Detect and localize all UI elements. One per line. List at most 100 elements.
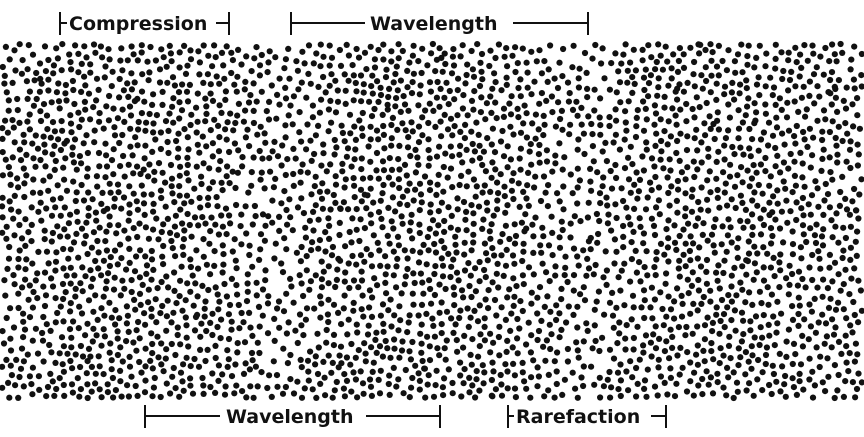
particle-dot <box>116 139 123 147</box>
particle-dot <box>458 287 466 294</box>
particle-dot <box>774 187 781 194</box>
particle-dot <box>547 345 554 353</box>
particle-dot <box>765 119 773 126</box>
particle-dot <box>284 360 291 367</box>
particle-dot <box>254 339 261 346</box>
particle-dot <box>528 374 535 381</box>
particle-dot <box>51 142 58 149</box>
particle-dot <box>426 357 434 364</box>
particle-dot <box>797 149 804 156</box>
particle-dot <box>298 195 305 202</box>
particle-dot <box>537 197 545 205</box>
particle-dot <box>574 165 581 172</box>
particle-dot <box>642 332 650 339</box>
particle-dot <box>387 296 394 303</box>
particle-dot <box>852 238 859 245</box>
particle-dot <box>452 241 459 248</box>
particle-dot <box>242 107 249 114</box>
particle-dot <box>795 268 803 275</box>
particle-dot <box>231 81 238 88</box>
particle-dot <box>666 202 673 209</box>
particle-dot <box>769 232 776 240</box>
particle-dot <box>163 327 170 334</box>
particle-dot <box>128 288 135 296</box>
particle-dot <box>481 369 488 376</box>
particle-dot <box>680 51 687 58</box>
particle-dot <box>691 83 698 90</box>
particle-dot <box>118 393 125 400</box>
particle-dot <box>48 99 55 106</box>
particle-dot <box>262 222 269 229</box>
particle-dot <box>461 267 469 274</box>
particle-dot <box>851 85 858 92</box>
particle-dot <box>429 40 436 48</box>
particle-dot <box>648 215 656 222</box>
particle-dot <box>720 311 728 318</box>
particle-dot <box>234 73 241 80</box>
particle-dot <box>806 355 813 362</box>
particle-dot <box>416 386 423 393</box>
particle-dot <box>799 194 807 202</box>
particle-dot <box>592 261 599 269</box>
particle-dot <box>276 101 283 108</box>
particle-dot <box>583 320 590 327</box>
particle-dot <box>109 374 116 382</box>
particle-dot <box>858 50 864 58</box>
particle-dot <box>487 93 494 100</box>
particle-dot <box>688 193 696 200</box>
particle-dot <box>846 146 854 153</box>
particle-dot <box>87 353 94 360</box>
particle-dot <box>238 309 245 317</box>
particle-dot <box>366 376 374 383</box>
particle-dot <box>499 127 506 135</box>
particle-dot <box>843 359 850 366</box>
particle-dot <box>225 335 233 343</box>
particle-dot <box>574 324 581 331</box>
particle-dot <box>489 125 496 132</box>
particle-dot <box>350 175 357 182</box>
particle-dot <box>764 284 771 291</box>
particle-dot <box>534 294 541 301</box>
particle-dot <box>103 152 110 159</box>
particle-dot <box>829 316 836 323</box>
particle-dot <box>567 171 574 178</box>
particle-dot <box>352 146 359 153</box>
particle-dot <box>654 92 661 99</box>
particle-dot <box>650 331 657 338</box>
particle-dot <box>835 299 842 306</box>
particle-dot <box>204 202 212 209</box>
particle-dot <box>166 42 173 50</box>
particle-dot <box>548 213 555 220</box>
particle-dot <box>489 85 496 92</box>
particle-dot <box>218 109 225 116</box>
particle-dot <box>785 127 793 134</box>
particle-dot <box>235 46 242 54</box>
particle-dot <box>194 141 201 148</box>
particle-dot <box>479 225 486 232</box>
particle-dot <box>73 208 80 215</box>
particle-dot <box>375 209 383 216</box>
particle-dot <box>394 126 401 133</box>
particle-dot <box>488 174 495 181</box>
particle-dot <box>574 253 581 260</box>
particle-dot <box>553 380 560 388</box>
particle-dot <box>173 232 181 239</box>
particle-dot <box>519 272 527 279</box>
particle-dot <box>57 195 64 202</box>
particle-dot <box>634 107 641 114</box>
particle-dot <box>669 105 676 112</box>
particle-dot <box>388 121 395 129</box>
particle-dot <box>793 199 800 206</box>
particle-dot <box>799 174 806 181</box>
particle-dot <box>758 300 765 307</box>
particle-dot <box>809 368 816 375</box>
particle-dot <box>652 110 660 117</box>
particle-dot <box>369 72 376 79</box>
particle-dot <box>771 273 778 280</box>
particle-dot <box>147 357 154 364</box>
particle-dot <box>323 326 330 334</box>
particle-dot <box>48 238 55 245</box>
particle-dot <box>696 104 703 111</box>
particle-dot <box>560 183 567 190</box>
particle-dot <box>438 299 445 306</box>
